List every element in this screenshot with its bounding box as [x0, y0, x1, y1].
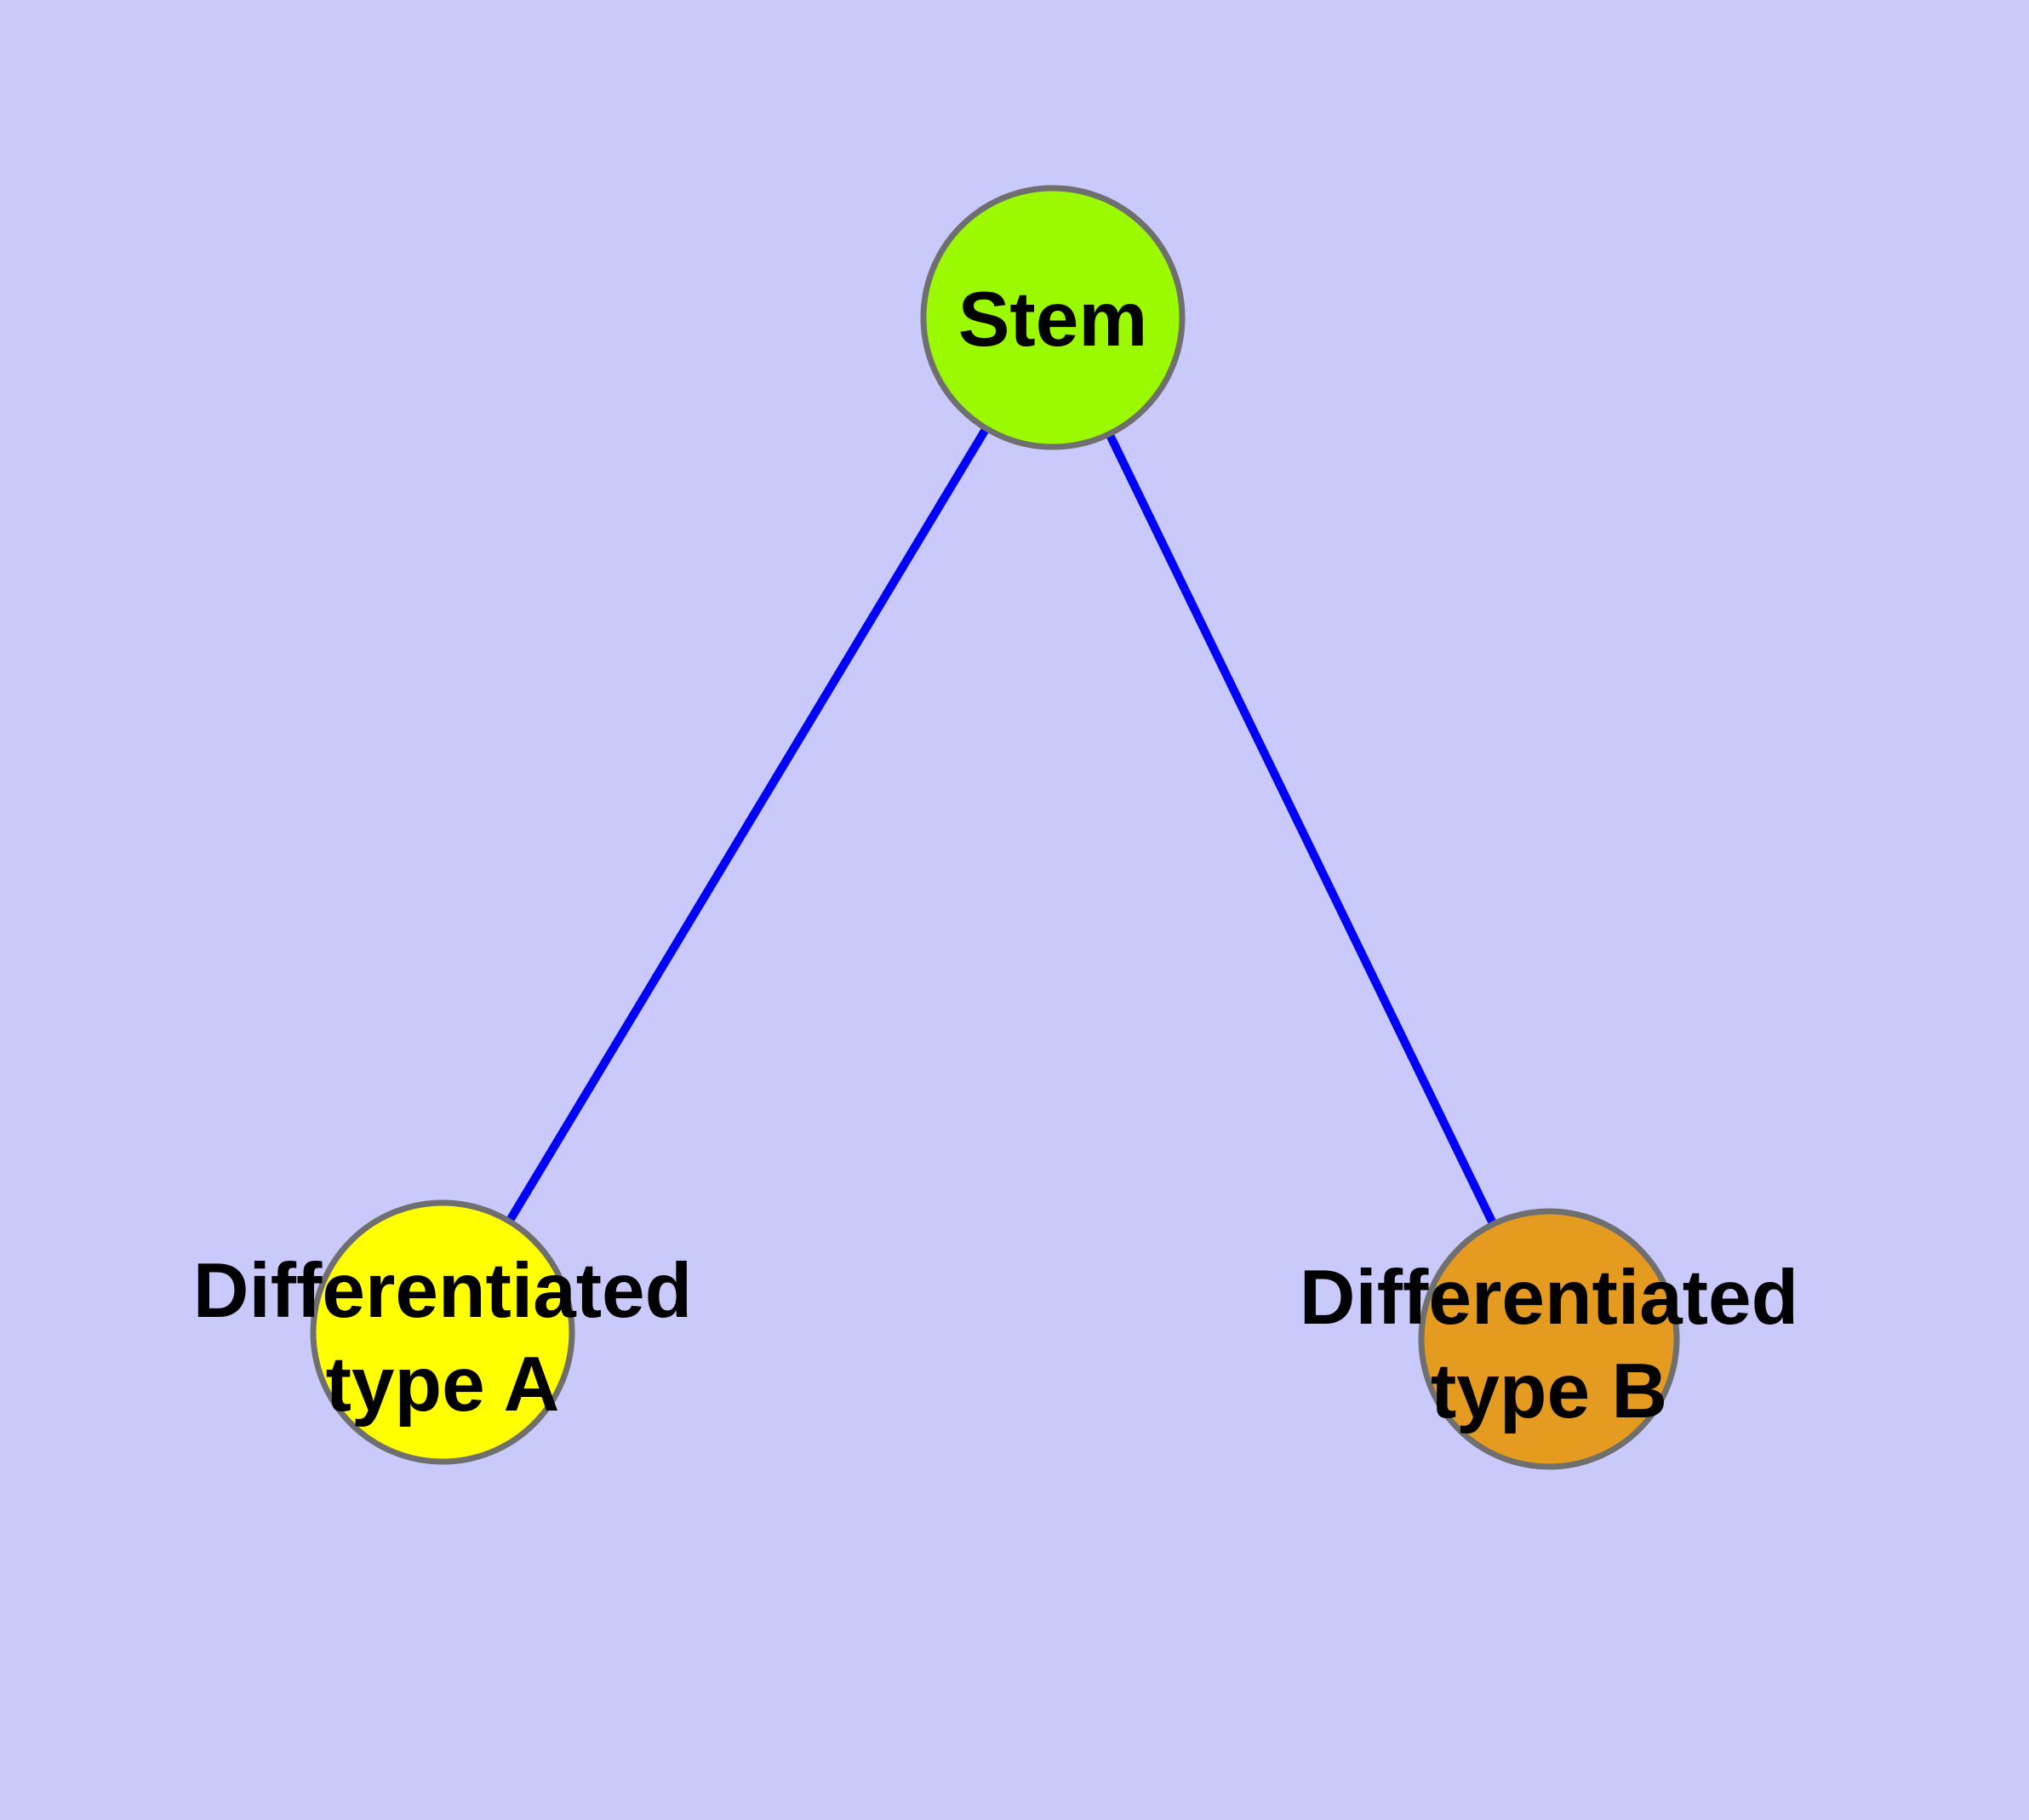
stem-node — [920, 185, 1186, 450]
type-b-node-label-line2: type B — [1431, 1348, 1667, 1434]
edge-stem-to-type-a — [438, 315, 1057, 1335]
type-a-node-label-line1: Differentiated — [193, 1248, 693, 1334]
type-b-node-label-line1: Differentiated — [1300, 1255, 1799, 1341]
type-a-node — [310, 1199, 575, 1465]
edge-stem-to-type-b — [1049, 315, 1553, 1342]
type-b-node — [1418, 1208, 1680, 1470]
type-a-node-label-line2: type A — [326, 1342, 560, 1428]
stem-node-label: Stem — [958, 277, 1148, 363]
